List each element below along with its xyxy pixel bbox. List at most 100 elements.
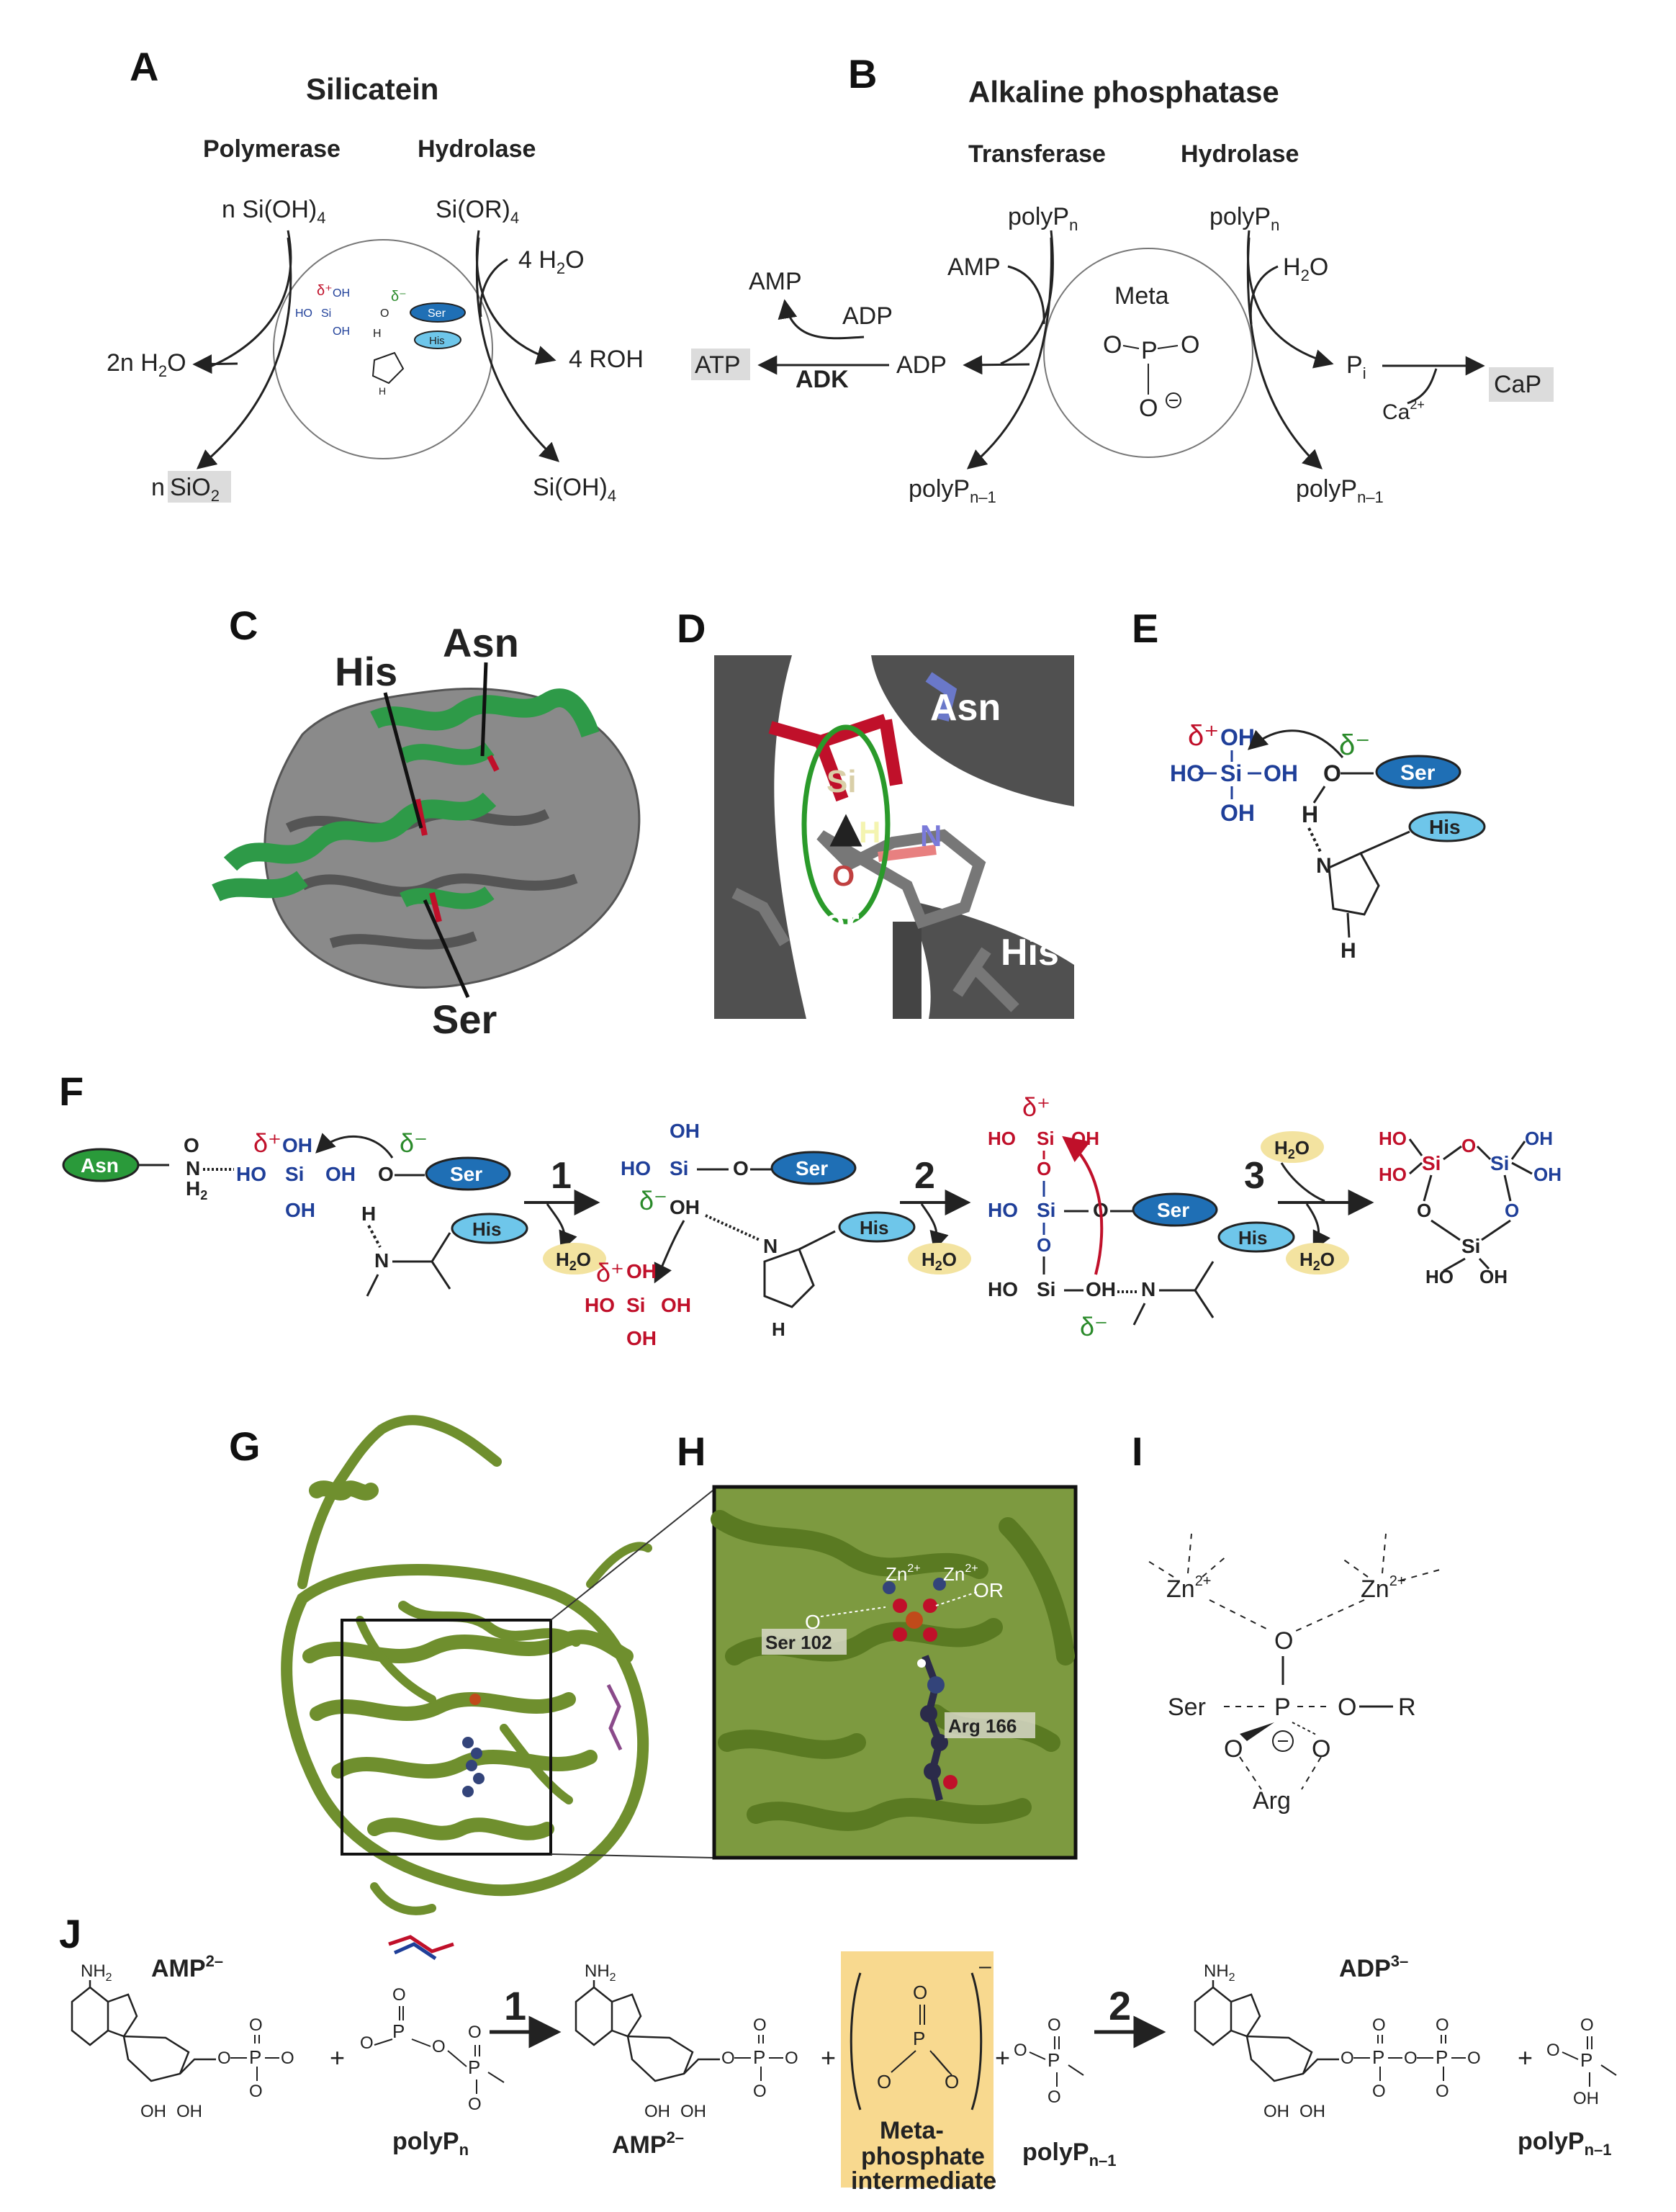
svg-text:OH: OH bbox=[1479, 1266, 1508, 1287]
panel-b-amp-in: AMP bbox=[947, 253, 1001, 281]
panel-f-water-3-out-text: H2O bbox=[1299, 1249, 1335, 1273]
panel-f-water-3-in-text: H2O bbox=[1274, 1137, 1310, 1161]
svg-text:P: P bbox=[1141, 337, 1158, 364]
panel-a-nh: H bbox=[379, 385, 386, 397]
svg-text:O: O bbox=[877, 2071, 891, 2092]
panel-f-step-2: 2 bbox=[914, 1155, 935, 1197]
panel-a-water-out: 2n H2O bbox=[107, 349, 186, 380]
svg-text:Ser: Ser bbox=[796, 1157, 828, 1179]
panel-label-a: A bbox=[130, 44, 158, 89]
svg-text:O: O bbox=[1505, 1200, 1519, 1221]
svg-text:OH: OH bbox=[644, 2102, 670, 2121]
svg-text:OH: OH bbox=[1299, 2102, 1325, 2121]
svg-text:P: P bbox=[1436, 2046, 1448, 2068]
svg-text:O: O bbox=[1546, 2041, 1560, 2060]
panel-d-highlight-ellipse bbox=[801, 724, 891, 925]
panel-e-h: H bbox=[1302, 801, 1318, 827]
panel-j-amp-left: AMP2– NH2 OH OH O P O O O bbox=[71, 1952, 294, 2121]
panel-e: E δ⁺ OH HO Si OH OH δ⁻ O Ser H His N H bbox=[1132, 606, 1486, 963]
panel-e-oh-bottom: OH bbox=[1220, 800, 1255, 826]
panel-a-o: O bbox=[380, 307, 389, 320]
panel-a-ho: HO bbox=[295, 307, 312, 320]
svg-text:HO: HO bbox=[1379, 1128, 1407, 1149]
panel-d-ser: Ser bbox=[799, 902, 860, 943]
panel-label-e: E bbox=[1132, 606, 1158, 651]
svg-text:δ⁻: δ⁻ bbox=[400, 1128, 428, 1158]
panel-b-polyp-out-right: polyPn–1 bbox=[1296, 475, 1384, 506]
panel-b-water-in: H2O bbox=[1283, 253, 1328, 284]
panel-a-oh: OH bbox=[333, 287, 350, 300]
svg-text:O: O bbox=[1037, 1158, 1051, 1179]
svg-text:N: N bbox=[374, 1249, 389, 1272]
panel-a-water-in: 4 H2O bbox=[518, 246, 585, 277]
svg-text:Si: Si bbox=[1422, 1152, 1441, 1174]
svg-text:P: P bbox=[913, 2028, 925, 2049]
panel-a-imidazole bbox=[371, 351, 405, 385]
panel-c-protein-ribbon bbox=[212, 688, 641, 989]
panel-e-his-ellipse bbox=[1408, 811, 1486, 842]
svg-text:–: – bbox=[979, 1954, 991, 1978]
panel-i-o-top: O bbox=[1274, 1627, 1293, 1655]
panel-d-strand-left bbox=[714, 655, 806, 1019]
panel-b-arrow-adp bbox=[963, 355, 1030, 375]
panel-a-sio2: SiO2 bbox=[170, 474, 220, 505]
panel-e-oh-right: OH bbox=[1263, 760, 1298, 786]
panel-b-adk-adp: ADP bbox=[842, 302, 893, 330]
panel-b-cap: CaP bbox=[1494, 371, 1541, 398]
panel-h-o: O bbox=[805, 1611, 821, 1633]
panel-h: H Zn2+ Zn2+ bbox=[677, 1429, 1078, 1860]
panel-f-red-arrow bbox=[1062, 1136, 1104, 1275]
panel-b-arc-ca bbox=[1407, 368, 1438, 405]
panel-f-ser-ellipse-1 bbox=[425, 1156, 511, 1191]
panel-i-p: P bbox=[1274, 1694, 1291, 1721]
panel-label-c: C bbox=[229, 603, 258, 648]
panel-j-meta-line-2: phosphate bbox=[861, 2143, 985, 2170]
svg-text:HO: HO bbox=[585, 1294, 615, 1316]
panel-i-o-right: O bbox=[1338, 1694, 1356, 1721]
panel-e-imidazole bbox=[1328, 852, 1380, 916]
svg-text:P: P bbox=[392, 2020, 405, 2042]
svg-text:OH: OH bbox=[176, 2102, 202, 2121]
panel-a-his: His bbox=[429, 335, 445, 347]
panel-h-ser102-bg bbox=[762, 1629, 847, 1655]
svg-text:Si: Si bbox=[285, 1163, 304, 1185]
panel-f-water-2 bbox=[908, 1243, 971, 1274]
svg-text:OH: OH bbox=[626, 1327, 657, 1349]
svg-text:H: H bbox=[361, 1202, 376, 1225]
panel-f-asn: Asn bbox=[81, 1154, 119, 1177]
panel-b-ca: Ca2+ bbox=[1382, 397, 1425, 424]
panel-h-arg166-bg bbox=[945, 1712, 1035, 1738]
svg-text:Si: Si bbox=[670, 1157, 688, 1179]
svg-text:Si: Si bbox=[1037, 1278, 1055, 1300]
panel-j-meta-box bbox=[841, 1951, 994, 2188]
panel-g-protein-ribbon bbox=[281, 1415, 652, 1915]
svg-text:OH: OH bbox=[680, 2102, 706, 2121]
svg-text:P: P bbox=[468, 2056, 480, 2078]
panel-b-polyp-in-left: polyPn bbox=[1008, 203, 1078, 234]
svg-text:O: O bbox=[468, 2095, 482, 2114]
svg-text:Ser: Ser bbox=[1157, 1199, 1189, 1221]
panel-a-arrow-sioh4 bbox=[475, 237, 559, 462]
panel-e-o: O bbox=[1323, 760, 1341, 786]
panel-f-his-ellipse-1 bbox=[451, 1213, 528, 1244]
panel-h-ser102: Ser 102 bbox=[765, 1632, 832, 1653]
panel-a-arc-water bbox=[479, 258, 508, 318]
panel-b-atp: ATP bbox=[695, 351, 741, 379]
svg-text:HO: HO bbox=[988, 1128, 1016, 1149]
panel-j-plus-3: + bbox=[995, 2043, 1010, 2072]
panel-f-cyclic-product: HO HO Si O Si OH OH O O Si HO OH bbox=[1379, 1128, 1562, 1287]
svg-text:O: O bbox=[392, 1985, 406, 2005]
panel-f-n: N bbox=[186, 1157, 200, 1179]
panel-a-his-ellipse bbox=[414, 331, 461, 349]
panel-f-ser-ellipse-3 bbox=[1132, 1192, 1218, 1227]
svg-text:Si: Si bbox=[626, 1294, 645, 1316]
panel-e-delta-minus: δ⁻ bbox=[1339, 729, 1370, 761]
panel-b-metaphosphate: P O O O bbox=[1103, 331, 1199, 422]
panel-a-title: Silicatein bbox=[306, 72, 438, 106]
svg-text:OH: OH bbox=[661, 1294, 691, 1316]
panel-j-step-2: 2 bbox=[1109, 1983, 1131, 2028]
svg-text:O: O bbox=[1048, 2087, 1061, 2107]
panel-e-nh: H bbox=[1341, 939, 1356, 963]
panel-j-polyp-n1-label-2: polyPn–1 bbox=[1518, 2128, 1612, 2159]
